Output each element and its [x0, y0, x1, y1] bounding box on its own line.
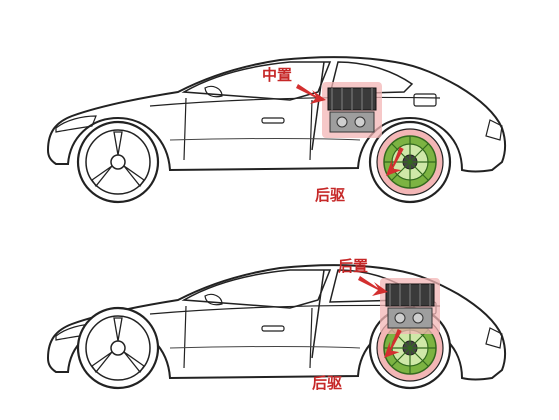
rear-engine-block: [379, 277, 441, 335]
front-wheel: [76, 306, 160, 390]
drive-type-label: 后驱: [312, 374, 342, 392]
engine-position-label: 后置: [338, 257, 368, 275]
front-wheel: [76, 120, 160, 204]
car-rear-engine: 后置 后驱: [47, 257, 506, 392]
drive-type-label: 后驱: [315, 186, 345, 204]
mid-engine-block: [321, 81, 383, 139]
engine-position-label: 中置: [262, 66, 292, 84]
car-mid-engine: 中置 后驱: [47, 56, 506, 204]
